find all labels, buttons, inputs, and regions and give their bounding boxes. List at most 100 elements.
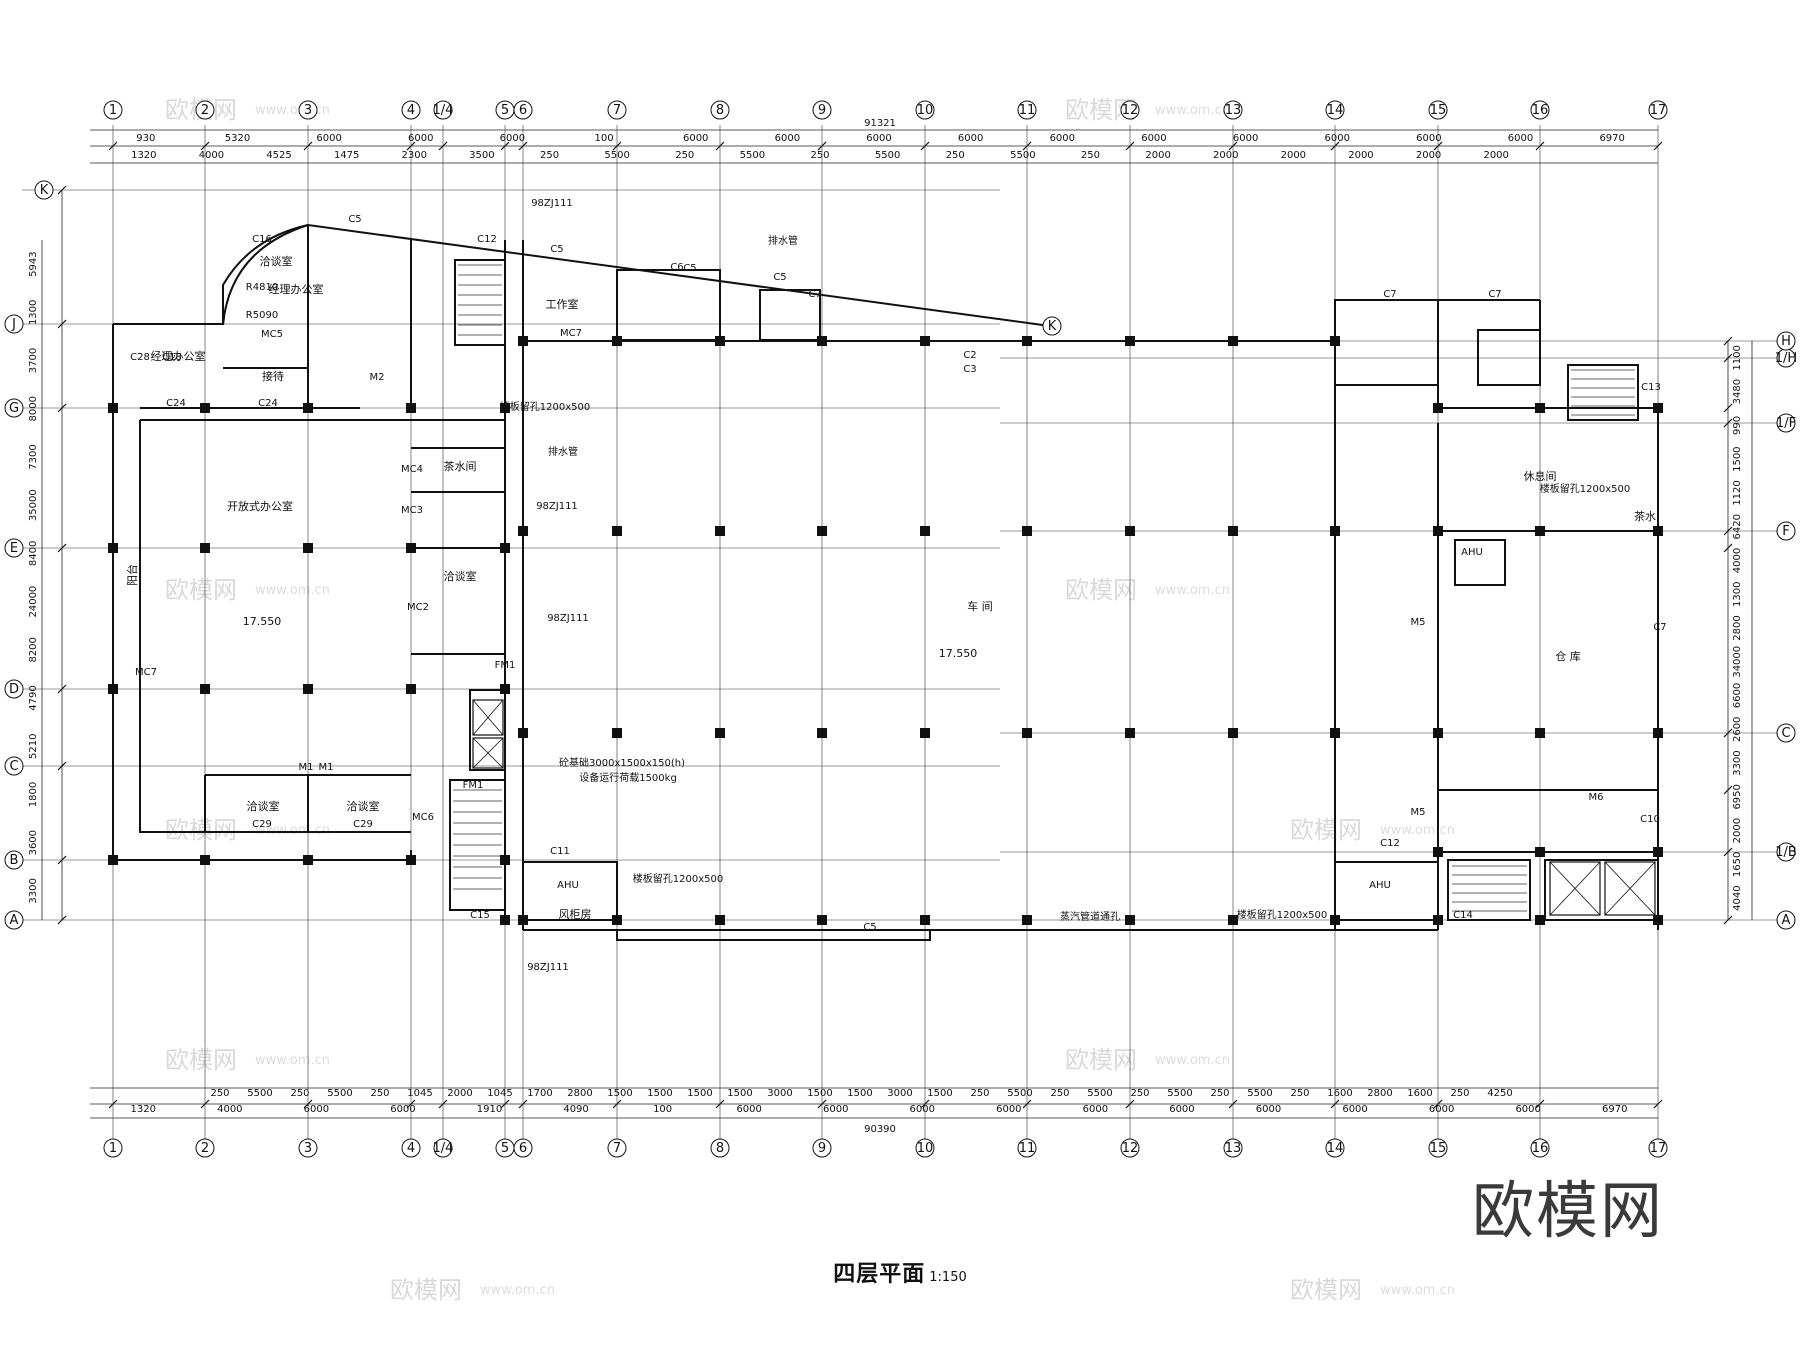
watermark-7: 欧模网 bbox=[1290, 1276, 1362, 1304]
opening-label-13: C12 bbox=[477, 234, 497, 245]
opening-label-41: R4810 bbox=[246, 282, 278, 293]
axis-bubble-h-right-3 bbox=[1776, 521, 1796, 541]
opening-label-31: M1 bbox=[299, 762, 314, 773]
column-6 bbox=[612, 728, 622, 738]
axis-label-v-1-2: 3 bbox=[304, 1141, 312, 1156]
dim-left-text-11: 1800 bbox=[28, 782, 39, 807]
dim-bottom-row1-text-7: 1045 bbox=[487, 1088, 512, 1099]
axis-label-v-0-17: 17 bbox=[1650, 103, 1667, 118]
axis-label-v-0-16: 16 bbox=[1532, 103, 1549, 118]
dim-left-text-4: 7300 bbox=[28, 444, 39, 469]
axis-bubble-v-1-16 bbox=[1530, 1138, 1550, 1158]
dim-bottom-row2-text-0: 1320 bbox=[131, 1104, 156, 1115]
dim-bottom-row1-text-30: 1600 bbox=[1407, 1088, 1432, 1099]
column-15 bbox=[817, 915, 827, 925]
wall-1 bbox=[139, 420, 411, 833]
axis-bubble-v-1-17 bbox=[1648, 1138, 1668, 1158]
axis-bubble-v-0-0 bbox=[103, 100, 123, 120]
dim-top-row2-text-12: 250 bbox=[946, 150, 965, 161]
axis-bubble-v-1-1 bbox=[195, 1138, 215, 1158]
dim-right-text-1: 3480 bbox=[1732, 379, 1743, 404]
column-69 bbox=[1653, 728, 1663, 738]
opening-label-36: M6 bbox=[1589, 792, 1604, 803]
column-40 bbox=[200, 403, 210, 413]
opening-label-21: C28 bbox=[130, 352, 150, 363]
axis-bubble-h-right-4 bbox=[1776, 413, 1796, 433]
axis-label-v-0-7: 7 bbox=[613, 103, 621, 118]
dim-bottom-row1-text-31: 250 bbox=[1450, 1088, 1469, 1099]
opening-label-40: C3 bbox=[963, 364, 976, 375]
axis-label-v-0-14: 14 bbox=[1327, 103, 1344, 118]
column-5 bbox=[612, 526, 622, 536]
dim-bottom-total: 90390 bbox=[864, 1124, 896, 1135]
column-3 bbox=[518, 915, 528, 925]
column-4 bbox=[612, 336, 622, 346]
watermark-url-4: www.om.cn bbox=[255, 1053, 330, 1068]
dim-top-row1-text-0: 930 bbox=[136, 133, 155, 144]
dim-bottom-row1-text-29: 2800 bbox=[1367, 1088, 1392, 1099]
dim-bottom-row1-text-22: 5500 bbox=[1087, 1088, 1112, 1099]
opening-label-38: FM1 bbox=[463, 780, 484, 791]
dim-bottom-row1-text-5: 1045 bbox=[407, 1088, 432, 1099]
watermark-url-5: www.om.cn bbox=[1155, 1053, 1230, 1068]
column-61 bbox=[1433, 915, 1443, 925]
axis-label-v-1-8: 8 bbox=[716, 1141, 724, 1156]
dim-bottom-row1-text-10: 1500 bbox=[607, 1088, 632, 1099]
watermark-url-2: www.om.cn bbox=[255, 583, 330, 598]
note-slab_hole_4: 楼板留孔1200x500 bbox=[1237, 908, 1327, 921]
axis-label-h-right-2: C bbox=[1781, 726, 1790, 741]
dim-bottom-row1-text-32: 4250 bbox=[1487, 1088, 1512, 1099]
title-text: 四层平面 bbox=[833, 1262, 926, 1287]
column-18 bbox=[920, 728, 930, 738]
axis-bubble-v-0-6 bbox=[513, 100, 533, 120]
elevator-x2-1 bbox=[1604, 861, 1656, 916]
dim-left-text-9: 4790 bbox=[28, 685, 39, 710]
dim-right-text-15: 1650 bbox=[1732, 852, 1743, 877]
dim-bottom-row2-text-8: 6000 bbox=[823, 1104, 848, 1115]
axis-label-v-0-6: 6 bbox=[519, 103, 527, 118]
opening-label-32: M1 bbox=[319, 762, 334, 773]
opening-label-23: C29 bbox=[353, 819, 373, 830]
column-16 bbox=[920, 336, 930, 346]
opening-label-25: MC3 bbox=[401, 505, 423, 516]
dim-top-row2-text-20: 2000 bbox=[1483, 150, 1508, 161]
dim-top-row2-text-8: 250 bbox=[675, 150, 694, 161]
column-66 bbox=[1535, 915, 1545, 925]
column-46 bbox=[303, 684, 313, 694]
opening-label-29: MC7 bbox=[135, 667, 157, 678]
axis-bubble-v-1-2 bbox=[298, 1138, 318, 1158]
opening-label-28: MC6 bbox=[412, 812, 434, 823]
dim-bottom-row1-text-19: 250 bbox=[970, 1088, 989, 1099]
axis-label-v-0-2: 3 bbox=[304, 103, 312, 118]
room-rest_room: 休息间 bbox=[1524, 469, 1557, 483]
room-meeting_2: 洽谈室 bbox=[247, 799, 280, 813]
column-68 bbox=[1653, 526, 1663, 536]
axis-bubble-v-0-14 bbox=[1325, 100, 1345, 120]
column-17 bbox=[920, 526, 930, 536]
dim-bottom-row2-text-11: 6000 bbox=[1083, 1104, 1108, 1115]
dim-left-text-8: 8200 bbox=[28, 637, 39, 662]
dim-bottom-row2-text-15: 6000 bbox=[1429, 1104, 1454, 1115]
room-tea: 茶水 bbox=[1634, 510, 1656, 523]
dim-top-row1-text-12: 6000 bbox=[1233, 133, 1258, 144]
axis-grid bbox=[22, 125, 1782, 1140]
wall-33 bbox=[449, 779, 506, 911]
dim-bottom-row1-text-1: 5500 bbox=[247, 1088, 272, 1099]
opening-label-0: C5 bbox=[348, 214, 361, 225]
axis-label-v-0-1: 2 bbox=[201, 103, 209, 118]
dim-bottom-row1-text-2: 250 bbox=[290, 1088, 309, 1099]
dim-bottom-row2-text-6: 100 bbox=[653, 1104, 672, 1115]
room-meeting_3: 洽谈室 bbox=[347, 799, 380, 813]
watermark-url-0: www.om.cn bbox=[255, 103, 330, 118]
opening-label-8: C7 bbox=[1488, 289, 1501, 300]
axis-label-v-1-9: 9 bbox=[818, 1141, 826, 1156]
dim-bottom-row1-text-14: 3000 bbox=[767, 1088, 792, 1099]
axis-bubble-h-left-A bbox=[4, 910, 24, 930]
opening-label-11: C11 bbox=[550, 846, 570, 857]
axis-bubble-v-0-11 bbox=[1017, 100, 1037, 120]
room-warehouse: 仓 库 bbox=[1555, 649, 1581, 663]
dim-right-tick-7 bbox=[1723, 785, 1733, 795]
column-41 bbox=[200, 543, 210, 553]
dim-bottom-row1-text-12: 1500 bbox=[687, 1088, 712, 1099]
